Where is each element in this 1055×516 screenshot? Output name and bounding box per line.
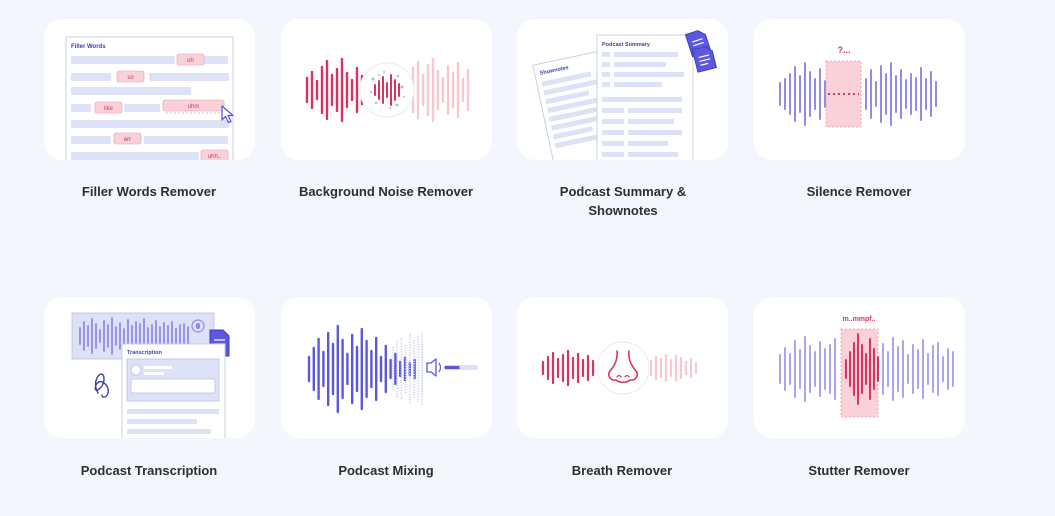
volume-icon bbox=[426, 358, 442, 377]
tag-like: like bbox=[94, 101, 123, 114]
card-silence[interactable]: ?... bbox=[754, 19, 965, 160]
cursor-icon bbox=[221, 105, 234, 124]
svg-text:uhm: uhm bbox=[188, 104, 200, 110]
stutter-waveform-illustration: m..mmpf.. bbox=[779, 316, 954, 418]
summary-doc-title: Podcast Summary bbox=[602, 42, 651, 48]
filler-words-panel-title: Filler Words bbox=[71, 44, 106, 50]
card-filler-words-label[interactable]: Filler Words Remover bbox=[81, 184, 217, 199]
document-stack-icon bbox=[684, 30, 717, 73]
svg-text:so: so bbox=[127, 75, 134, 81]
svg-text:like: like bbox=[104, 106, 114, 112]
silence-waveform-illustration: ?... bbox=[779, 45, 937, 128]
transcription-illustration: Transcription bbox=[71, 312, 230, 438]
mixing-waveform-illustration bbox=[307, 324, 478, 414]
svg-text:err: err bbox=[124, 137, 131, 143]
card-background-noise[interactable] bbox=[281, 19, 492, 160]
card-stutter-label[interactable]: Stutter Remover bbox=[808, 463, 910, 478]
nose-icon bbox=[608, 350, 638, 384]
tag-uhm: uhm bbox=[162, 99, 225, 114]
filler-words-illustration: Filler Words oh so like bbox=[65, 36, 234, 160]
transcription-panel-title: Transcription bbox=[127, 350, 162, 356]
handwriting-squiggle-icon bbox=[94, 373, 109, 398]
card-transcription-label[interactable]: Podcast Transcription bbox=[80, 463, 218, 478]
svg-text:uhh..: uhh.. bbox=[208, 154, 222, 160]
card-podcast-summary[interactable]: Shownotes Podcast Summary bbox=[517, 19, 728, 160]
card-stutter[interactable]: m..mmpf.. bbox=[754, 297, 965, 438]
noise-waveform-illustration bbox=[305, 57, 470, 123]
tag-uhh: uhh.. bbox=[200, 149, 229, 160]
summary-documents-illustration: Shownotes Podcast Summary bbox=[532, 30, 717, 160]
tag-so: so bbox=[116, 70, 145, 83]
card-podcast-summary-label[interactable]: Podcast Summary & Shownotes bbox=[559, 184, 687, 218]
tag-err: err bbox=[113, 132, 142, 145]
card-breath[interactable] bbox=[517, 297, 728, 438]
nose-waveform-illustration bbox=[541, 341, 698, 395]
tag-oh: oh bbox=[176, 53, 205, 66]
card-breath-label[interactable]: Breath Remover bbox=[571, 463, 673, 478]
svg-text:oh: oh bbox=[187, 58, 194, 64]
shownotes-doc-title: Shownotes bbox=[539, 65, 569, 77]
card-transcription[interactable]: Transcription bbox=[44, 297, 255, 438]
silence-caption: ?... bbox=[838, 45, 851, 55]
card-filler-words[interactable]: Filler Words oh so like bbox=[44, 19, 255, 160]
card-mixing[interactable] bbox=[281, 297, 492, 438]
card-silence-label[interactable]: Silence Remover bbox=[806, 184, 912, 199]
card-mixing-label[interactable]: Podcast Mixing bbox=[338, 463, 434, 478]
stutter-caption: m..mmpf.. bbox=[842, 316, 875, 323]
card-background-noise-label[interactable]: Background Noise Remover bbox=[298, 184, 474, 199]
